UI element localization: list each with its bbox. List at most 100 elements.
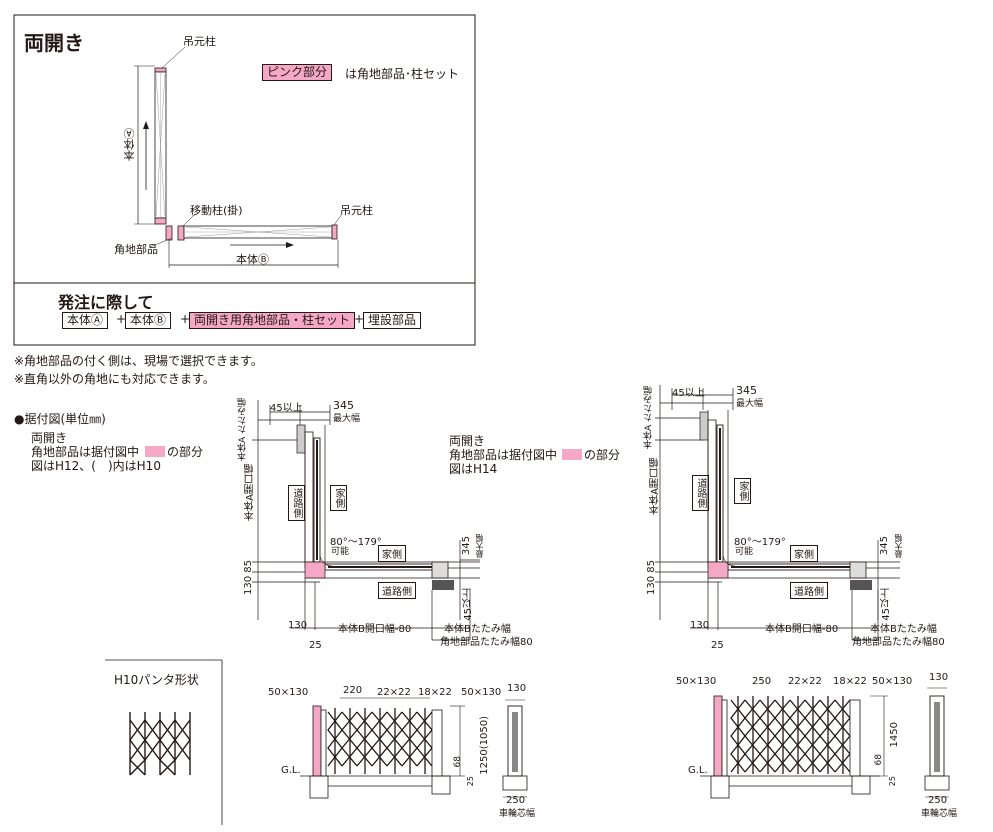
plan-r-house-side-h: 家側: [790, 545, 818, 562]
elev-r-d1: 50×130: [676, 676, 717, 687]
post-top: [154, 67, 167, 73]
upper-frame: [13, 14, 476, 346]
plan-dim-25: 25: [309, 640, 322, 651]
elev-r-bottom: 250: [928, 795, 948, 806]
plan-house-side-h: 家側: [378, 545, 406, 562]
elev-r-d5: 50×130: [872, 676, 913, 687]
install-left-2: 角地部品は据付図中: [31, 445, 140, 459]
pantograph-label: H10パンタ形状: [114, 673, 199, 687]
plan-max-width-right: 最大幅: [475, 534, 484, 558]
elev-l-d5: 50×130: [461, 687, 502, 698]
plan-dim-45: 45以上: [270, 403, 303, 414]
order-plus: +: [180, 312, 191, 326]
legend-suffix: は角地部品･柱セット: [345, 67, 460, 81]
plan-road-side-v: 道路側: [288, 485, 305, 521]
install-heading: ●据付図(単位㎜): [14, 412, 106, 426]
install-right-4: 図はH14: [449, 462, 498, 476]
plan-r-dim-345: 345: [736, 384, 757, 397]
plan-road-side-h: 道路側: [378, 582, 416, 599]
plan-house-side-v: 家側: [330, 485, 347, 511]
leader: [149, 237, 173, 248]
plan-r-fold-a: 本体A たたみ幅: [644, 386, 654, 450]
install-left-3: の部分: [167, 445, 204, 459]
order-item-4: 埋設部品: [363, 312, 422, 329]
plan-r-house-side-v: 家側: [734, 478, 751, 504]
elev-l-d1: 50×130: [268, 687, 309, 698]
note-2: ※直角以外の角地にも対応できます。: [14, 372, 215, 386]
install-right-2: 角地部品は据付図中: [449, 448, 558, 462]
elev-l-d25: 25: [466, 776, 475, 787]
install-right-swatch: [562, 449, 582, 460]
plan-r-dim-345-right: 345: [879, 536, 890, 556]
arrow-b-head: [286, 242, 294, 248]
plan-r-road-side-h: 道路側: [790, 582, 828, 599]
legend-pink-label: ピンク部分: [262, 64, 333, 81]
elev-r-d25: 25: [888, 776, 897, 787]
elev-r-gl: G.L.: [688, 765, 708, 776]
plan-r-dim-130-bottom: 130: [690, 620, 710, 631]
plan-r-max-width-right: 最大幅: [894, 534, 903, 558]
plan-open-b: 本体B開口幅-80: [338, 624, 412, 635]
plan-r-corner-fold: 角地部品たたみ幅80: [852, 637, 945, 648]
plan-fold-b: 本体Bたたみ幅: [444, 624, 511, 635]
leader: [182, 213, 196, 227]
elev-l-d4: 18×22: [418, 687, 452, 698]
corner-part-pink: [177, 225, 185, 241]
order-plus: +: [354, 312, 365, 326]
label-moving-post: 移動柱(掛): [190, 204, 243, 217]
plan-r-possible: 可能: [735, 547, 754, 557]
elev-r-d4: 18×22: [833, 676, 867, 687]
elev-l-d68: 68: [453, 756, 463, 768]
plan-max-width: 最大幅: [333, 414, 361, 424]
label-post-right: 吊元柱: [340, 204, 373, 217]
elev-l-d3: 22×22: [377, 687, 411, 698]
plan-dim-345-right: 345: [461, 536, 472, 556]
order-heading: 発注に際して: [58, 293, 154, 312]
order-plus: +: [116, 312, 127, 326]
plan-angle: 80°〜179°: [330, 537, 382, 548]
plan-dim-345: 345: [333, 399, 354, 412]
label-corner-part: 角地部品: [114, 243, 158, 256]
plan-dim-130-bottom: 130: [288, 620, 308, 631]
elev-l-gl: G.L.: [281, 765, 301, 776]
plan-r-dim-45-right: 45以上: [881, 588, 892, 621]
elev-l-side-130: 130: [507, 683, 527, 694]
label-body-a: 本体Ⓐ: [123, 128, 136, 161]
elev-l-wheel: 車輪芯幅: [499, 809, 536, 819]
note-1: ※角地部品の付く側は、現場で選択できます。: [14, 354, 263, 368]
plan-r-dim-130-85: 130 85: [646, 560, 657, 596]
plan-r-max-width: 最大幅: [736, 399, 764, 409]
elev-l-d2: 220: [343, 685, 363, 696]
elev-r-d3: 22×22: [788, 676, 822, 687]
corner-part-pink: [165, 225, 173, 241]
plan-r-dim-25: 25: [711, 640, 724, 651]
install-left-1: 両開き: [31, 431, 68, 445]
plan-dim-130-85: 130 85: [243, 560, 254, 596]
plan-r-angle: 80°〜179°: [734, 537, 786, 548]
install-left-4: 図はH12、( )内はH10: [31, 459, 161, 473]
install-right-3: の部分: [584, 448, 621, 462]
plan-fold-a: 本体A たたみ幅: [238, 398, 248, 462]
plan-r-fold-b: 本体Bたたみ幅: [870, 624, 937, 635]
elev-l-height: 1250(1050): [479, 716, 490, 775]
label-body-b: 本体Ⓑ: [236, 253, 269, 266]
post-right: [331, 224, 338, 240]
plan-r-road-side-v: 道路側: [692, 475, 709, 511]
elev-r-height: 1450: [889, 722, 900, 748]
leader: [161, 46, 186, 69]
elev-r-side-130: 130: [929, 672, 949, 683]
plan-possible: 可能: [331, 547, 350, 557]
plan-r-open-a: 本体A開口幅: [650, 458, 661, 515]
plan-open-a: 本体A開口幅: [245, 464, 256, 521]
install-right-1: 両開き: [449, 434, 486, 448]
label-post-top: 吊元柱: [183, 35, 216, 48]
body-a-bottom-post: [154, 217, 167, 225]
leader: [333, 213, 343, 226]
arrow-a-head: [143, 121, 149, 129]
elev-r-wheel: 車輪芯幅: [921, 809, 958, 819]
install-left-swatch: [145, 446, 165, 457]
plan-dim-45-right: 45以上: [463, 588, 474, 621]
plan-corner-fold: 角地部品たたみ幅80: [440, 637, 533, 648]
elev-r-d68: 68: [874, 754, 884, 766]
